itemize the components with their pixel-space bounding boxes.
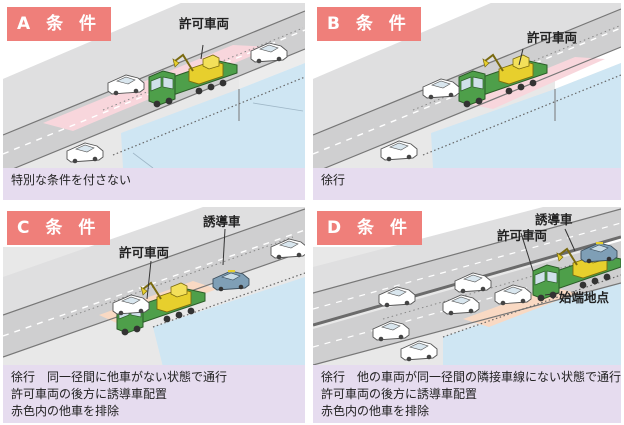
caption: 徐行 他の車両が同一径間の隣接車線にない状態で通行 許可車両の後方に誘導車配置 …	[313, 365, 621, 423]
caption: 徐行 同一径間に他車がない状態で通行 許可車両の後方に誘導車配置 赤色内の他車を…	[3, 365, 305, 423]
caption-line: 徐行	[321, 173, 346, 187]
caption-line: 赤色内の他車を排除	[11, 404, 120, 418]
caption: 特別な条件を付さない	[3, 168, 305, 200]
caption-line: 徐行 同一径間に他車がない状態で通行	[11, 370, 228, 384]
caption-line: 徐行 他の車両が同一径間の隣接車線にない状態で通行	[321, 370, 622, 384]
label-guide-car: 誘導車	[535, 212, 573, 227]
caption-line: 許可車両の後方に誘導車配置	[321, 387, 478, 401]
panel-b: B 条 件 許可車両 徐行	[313, 3, 621, 200]
caption-line: 赤色内の他車を排除	[321, 404, 430, 418]
label-permit-vehicle: 許可車両	[527, 30, 578, 45]
panel-a: A 条 件 許可車両 特別な条件を付さない	[3, 3, 305, 200]
caption: 徐行	[313, 168, 621, 200]
label-permit-vehicle: 許可車両	[497, 228, 548, 243]
scene-a	[3, 3, 305, 200]
condition-tag: B 条 件	[317, 7, 421, 41]
panel-c: C 条 件 許可車両 誘導車 徐行 同一径間に他車がない状態で通行 許可車両の後…	[3, 207, 305, 423]
caption-line: 特別な条件を付さない	[11, 173, 132, 187]
caption-line: 許可車両の後方に誘導車配置	[11, 387, 168, 401]
label-permit-vehicle: 許可車両	[119, 245, 170, 260]
scene-b	[313, 3, 621, 200]
label-guide-car: 誘導車	[203, 214, 241, 229]
condition-tag: C 条 件	[7, 211, 111, 245]
label-permit-vehicle: 許可車両	[179, 16, 230, 31]
panel-d: D 条 件 許可車両 誘導車 始端地点 徐行 他の車両が同一径間の隣接車線にない…	[313, 207, 621, 423]
label-start-point: 始端地点	[559, 290, 610, 305]
condition-tag: D 条 件	[317, 211, 422, 245]
condition-tag: A 条 件	[7, 7, 111, 41]
